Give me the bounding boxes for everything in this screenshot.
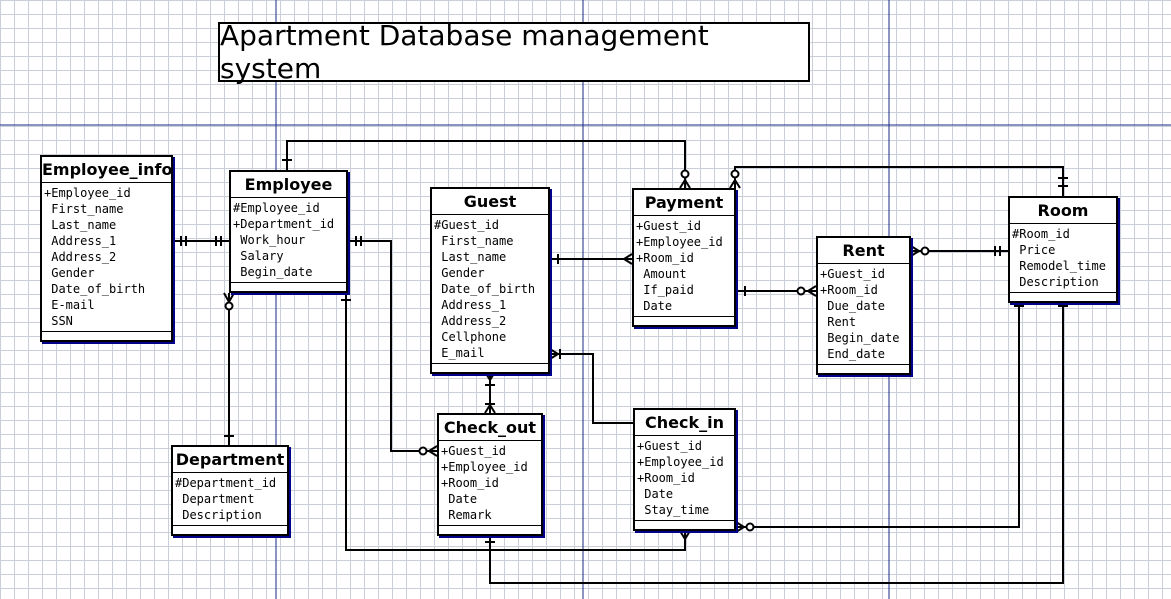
entity-footer [634, 316, 734, 325]
attribute: Last_name [44, 218, 117, 232]
attribute: #Room_id [1012, 227, 1070, 241]
attribute: E-mail [44, 298, 95, 312]
relationship-lines [173, 140, 1068, 584]
attribute: Department [175, 492, 255, 506]
attribute: +Employee_id [636, 235, 723, 249]
attribute: Stay_time [637, 503, 710, 517]
entity-room[interactable]: Room #Room_id Price Remodel_time Descrip… [1008, 196, 1118, 303]
entity-attributes: #Guest_id First_name Last_name Gender Da… [432, 215, 548, 363]
rel-checkin-room [736, 297, 1020, 528]
attribute: Address_2 [44, 250, 117, 264]
entity-name: Employee_info [42, 157, 173, 183]
entity-guest[interactable]: Guest #Guest_id First_name Last_name Gen… [430, 187, 550, 374]
attribute: Due_date [820, 299, 886, 313]
attribute: +Department_id [233, 217, 335, 231]
attribute: Address_2 [434, 314, 507, 328]
attribute: Address_1 [434, 298, 507, 312]
attribute: Begin_date [233, 265, 313, 279]
entity-name: Rent [818, 238, 909, 264]
attribute: +Guest_id [441, 444, 507, 458]
attribute: +Guest_id [636, 219, 702, 233]
attribute: +Employee_id [637, 455, 724, 469]
entity-footer [635, 520, 734, 529]
entity-attributes: #Room_id Price Remodel_time Description [1010, 224, 1116, 292]
attribute: Remark [441, 508, 492, 522]
entity-rent[interactable]: Rent +Guest_id +Room_id Due_date Rent Be… [816, 236, 911, 375]
attribute: +Room_id [636, 251, 694, 265]
rel-guest-checkin [550, 353, 633, 424]
attribute: +Employee_id [44, 186, 131, 200]
entity-attributes: +Employee_id First_name Last_name Addres… [42, 183, 171, 331]
attribute: #Department_id [175, 476, 277, 490]
entity-check-in[interactable]: Check_in +Guest_id +Employee_id +Room_id… [633, 408, 736, 531]
attribute: First_name [44, 202, 124, 216]
entity-footer [173, 525, 287, 534]
entity-footer [231, 282, 346, 291]
rel-checkout-room [489, 297, 1064, 584]
entity-footer [432, 363, 548, 372]
rel-employee-payment [286, 140, 686, 188]
attribute: SSN [44, 314, 73, 328]
entity-footer [439, 525, 541, 534]
entity-payment[interactable]: Payment +Guest_id +Employee_id +Room_id … [632, 188, 736, 327]
entity-department[interactable]: Department #Department_id Department Des… [171, 445, 289, 536]
attribute: Gender [44, 266, 95, 280]
attribute: Gender [434, 266, 485, 280]
attribute: Date [636, 299, 673, 313]
entity-name: Payment [634, 190, 734, 216]
attribute: Date [637, 487, 674, 501]
attribute: Amount [636, 267, 687, 281]
attribute: Date_of_birth [434, 282, 536, 296]
attribute: Date [441, 492, 478, 506]
attribute: Description [175, 508, 262, 522]
attribute: Work_hour [233, 233, 306, 247]
entity-attributes: #Department_id Department Description [173, 473, 287, 525]
entity-footer [42, 331, 171, 340]
entity-footer [818, 364, 909, 373]
attribute: First_name [434, 234, 514, 248]
attribute: Address_1 [44, 234, 117, 248]
attribute: +Room_id [441, 476, 499, 490]
attribute: End_date [820, 347, 886, 361]
attribute: +Room_id [637, 471, 695, 485]
entity-attributes: +Guest_id +Employee_id +Room_id Amount I… [634, 216, 734, 316]
attribute: Rent [820, 315, 857, 329]
entity-attributes: +Guest_id +Room_id Due_date Rent Begin_d… [818, 264, 909, 364]
entity-name: Check_in [635, 410, 734, 436]
attribute: +Room_id [820, 283, 878, 297]
entity-name: Check_out [439, 415, 541, 441]
attribute: E_mail [434, 346, 485, 360]
attribute: +Guest_id [637, 439, 703, 453]
attribute: Remodel_time [1012, 259, 1106, 273]
attribute: #Employee_id [233, 201, 320, 215]
attribute: Price [1012, 243, 1056, 257]
attribute: Date_of_birth [44, 282, 146, 296]
entity-footer [1010, 292, 1116, 301]
rel-payment-room [734, 166, 1064, 196]
attribute: Description [1012, 275, 1099, 289]
diagram-title: Apartment Database management system [218, 19, 810, 85]
entity-attributes: +Guest_id +Employee_id +Room_id Date Rem… [439, 441, 541, 525]
entity-name: Department [173, 447, 287, 473]
entity-check-out[interactable]: Check_out +Guest_id +Employee_id +Room_i… [437, 413, 543, 536]
entity-name: Employee [231, 172, 346, 198]
attribute: Last_name [434, 250, 507, 264]
entity-name: Guest [432, 189, 548, 215]
attribute: +Employee_id [441, 460, 528, 474]
attribute: If_paid [636, 283, 694, 297]
attribute: #Guest_id [434, 218, 500, 232]
attribute: Cellphone [434, 330, 507, 344]
entity-employee-info[interactable]: Employee_info +Employee_id First_name La… [40, 155, 173, 342]
attribute: +Guest_id [820, 267, 886, 281]
entity-employee[interactable]: Employee #Employee_id +Department_id Wor… [229, 170, 348, 293]
entity-attributes: #Employee_id +Department_id Work_hour Sa… [231, 198, 346, 282]
rel-employee-checkout [348, 240, 437, 452]
entity-name: Room [1010, 198, 1116, 224]
entity-attributes: +Guest_id +Employee_id +Room_id Date Sta… [635, 436, 734, 520]
attribute: Begin_date [820, 331, 900, 345]
attribute: Salary [233, 249, 284, 263]
